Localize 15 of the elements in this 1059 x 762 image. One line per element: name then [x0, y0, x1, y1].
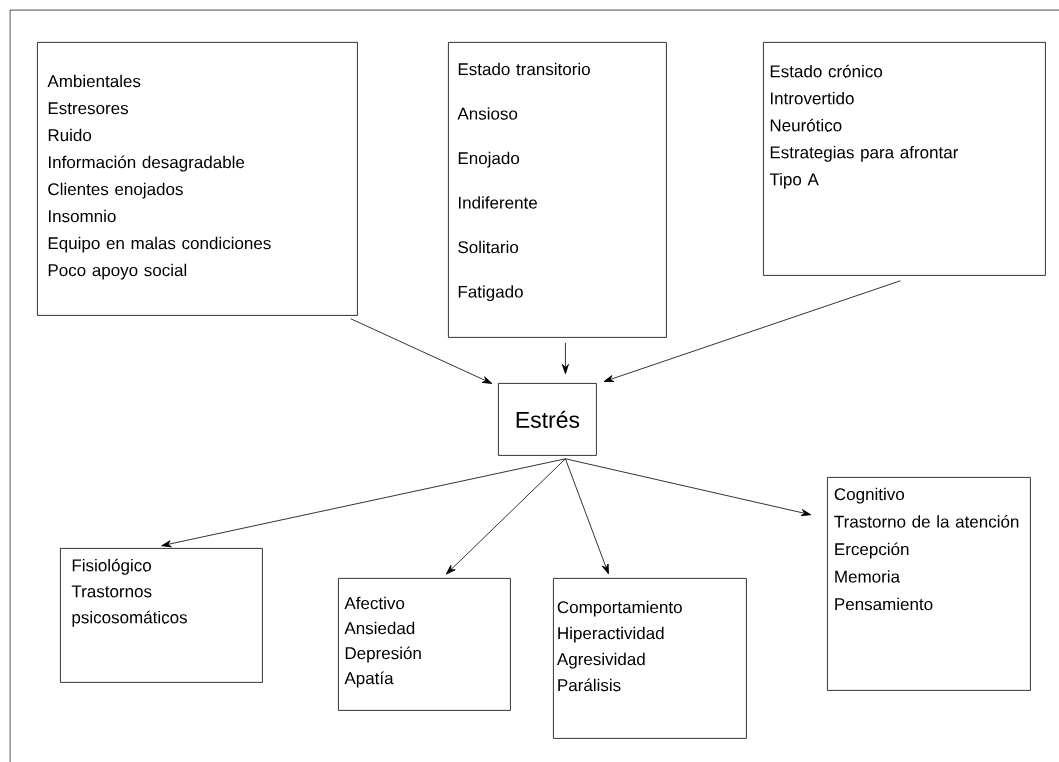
arrow	[565, 458, 609, 575]
stress-box: Estrés	[498, 383, 597, 456]
category-box: Fisiológico Trastornos psicosomáticos	[60, 548, 263, 683]
arrow	[350, 318, 493, 384]
arrow	[561, 342, 569, 375]
category-box: Afectivo Ansiedad Depresión Apatía	[338, 578, 511, 711]
arrow	[161, 458, 566, 548]
arrow	[603, 280, 901, 382]
category-box: Estado transitorio Ansioso Enojado Indiferente Solitario Fatigado	[448, 42, 667, 338]
category-box: Cognitivo Trastorno de la atención Ercepción Memoria Pensamiento	[827, 477, 1031, 691]
category-box: Estado crónico Introvertido Neurótico Estrategias para afrontar Tipo A	[763, 42, 1046, 276]
arrow	[565, 458, 812, 517]
category-box: Comportamiento Hiperactividad Agresividad Parálisis	[553, 578, 747, 739]
category-box: Ambientales Estresores Ruido Información desagradable Clientes enojados Insomnio Equipo en malas condiciones Poco apoyo social	[37, 42, 358, 316]
arrow	[445, 458, 566, 575]
